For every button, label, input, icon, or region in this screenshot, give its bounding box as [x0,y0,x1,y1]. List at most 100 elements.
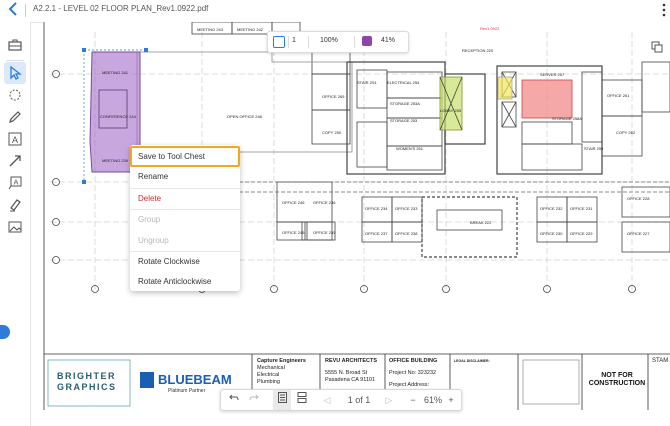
svg-text:MEETING 243: MEETING 243 [197,27,224,32]
zoom-level[interactable]: 61% [423,395,442,405]
continuous-view-button[interactable] [293,390,311,410]
status-line1: NOT FOR [601,372,633,379]
svg-text:Rev1.0922: Rev1.0922 [480,26,500,31]
svg-text:ELECTRICAL 254: ELECTRICAL 254 [387,80,420,85]
prev-page-button[interactable]: ◁ [323,395,331,405]
svg-text:OFFICE 233: OFFICE 233 [395,206,418,211]
page-indicator[interactable]: 1 of 1 [347,395,371,405]
image-tool[interactable] [4,216,26,238]
engineers-line: Plumbing [257,379,280,385]
callout-tool[interactable]: A [4,172,26,194]
arrow-icon [9,155,21,167]
divider [308,36,309,48]
engineers-title: Capture Engineers [257,358,306,364]
single-page-icon [277,392,287,403]
menu-item-rename[interactable]: Rename [138,172,169,181]
select-tool[interactable] [4,62,26,84]
tool-divider [6,60,24,61]
architect-line: Pasadena CA 91101 [325,377,376,383]
context-menu: Save to Tool Chest Rename Delete Group U… [130,145,240,291]
svg-text:OFFICE 228: OFFICE 228 [627,196,650,201]
toolchest-tool[interactable] [4,34,26,56]
opacity-value[interactable]: 100% [320,37,338,44]
undo-button[interactable] [225,390,243,410]
bluebeam-logo-mark [140,372,154,388]
svg-text:OFFICE 235: OFFICE 235 [313,230,336,235]
callout-icon: A [8,176,22,190]
menu-separator [130,209,240,210]
stamp-label: STAM [652,358,669,364]
arrow-tool[interactable] [4,150,26,172]
legal-disclaimer: LEGAL DISCLAIMER: [454,359,490,363]
svg-text:OFFICE 246: OFFICE 246 [282,200,305,205]
svg-text:COPY 262: COPY 262 [616,130,636,135]
top-bar: A2.2.1 - LEVEL 02 FLOOR PLAN_Rev1.0922.p… [0,0,670,23]
continuous-page-icon [297,392,307,403]
expand-panel-button[interactable] [0,325,10,339]
more-menu-button[interactable] [662,3,666,20]
menu-item-delete[interactable]: Delete [138,194,162,203]
single-page-view-button[interactable] [273,390,291,410]
menu-item-save-to-tool-chest[interactable]: Save to Tool Chest [130,146,240,167]
redo-icon [249,394,259,401]
fill-opacity-value[interactable]: 41% [381,37,396,44]
menu-item-group: Group [138,215,161,224]
pen-tool[interactable] [4,106,26,128]
lasso-tool[interactable] [4,84,26,106]
svg-text:STAIR 259: STAIR 259 [584,146,604,151]
engineers-line: Electrical [257,372,280,378]
highlighter-icon [10,199,21,212]
logo-brighter-graphics-line2: GRAPHICS [57,382,117,392]
svg-text:BREAK 222: BREAK 222 [470,220,492,225]
engineers-line: Mechanical [257,365,285,371]
highlight-tool[interactable] [4,194,26,216]
project-number: Project No: 323232 [389,370,437,376]
logo-bluebeam: BLUEBEAM [158,372,232,387]
svg-text:OFFICE 236: OFFICE 236 [313,200,336,205]
kebab-menu-icon [662,3,666,17]
layers-icon[interactable] [651,40,663,58]
next-page-button[interactable]: ▷ [385,395,393,405]
divider [288,36,289,48]
briefcase-icon [8,39,22,51]
text-box-icon: A [8,132,22,146]
svg-text:WOMEN'S 251: WOMEN'S 251 [396,146,424,151]
svg-text:STORAGE 258A: STORAGE 258A [552,116,582,121]
svg-text:RECEPTION 220: RECEPTION 220 [462,48,494,53]
navigation-bar: ◁ 1 of 1 ▷ − 61% + [220,389,462,411]
svg-text:OFFICE 265: OFFICE 265 [322,94,345,99]
zoom-in-button[interactable]: + [448,395,454,405]
zoom-out-button[interactable]: − [410,395,416,405]
chevron-left-icon [8,2,17,16]
svg-text:STORAGE 253A: STORAGE 253A [390,101,420,106]
redo-button[interactable] [245,390,263,410]
svg-text:OFFICE 231: OFFICE 231 [570,206,593,211]
svg-text:SERVER 257: SERVER 257 [540,72,565,77]
logo-brighter-graphics: BRIGHTER [57,371,116,381]
svg-text:STORAGE 253: STORAGE 253 [390,118,418,123]
image-icon [8,221,22,233]
drawing-sheet[interactable]: Rev1.0922 MEETING 243 MEETING 242 MEETIN… [42,22,670,410]
svg-text:OFFICE 261: OFFICE 261 [607,93,630,98]
line-width-value[interactable]: 1 [292,37,296,44]
svg-text:MEETING 239: MEETING 239 [102,158,129,163]
svg-text:CONFERENCE 244: CONFERENCE 244 [100,114,137,119]
cursor-icon [10,66,22,80]
svg-text:LOBBY 255: LOBBY 255 [440,108,462,113]
line-color-swatch[interactable] [273,36,285,48]
divider [25,4,26,17]
menu-item-rotate-clockwise[interactable]: Rotate Clockwise [138,257,200,266]
menu-item-ungroup: Ungroup [138,236,169,245]
menu-item-rotate-anticlockwise[interactable]: Rotate Anticlockwise [138,277,212,286]
architect-title: REVU ARCHITECTS [325,358,378,364]
undo-icon [229,394,239,401]
back-button[interactable] [6,2,22,18]
svg-text:OFFICE 245: OFFICE 245 [282,230,305,235]
divider [354,36,355,48]
tool-sidebar: A A [0,22,31,426]
pen-icon [9,111,21,123]
project-address: Project Address: [389,382,430,388]
svg-text:OFFICE 234: OFFICE 234 [365,206,388,211]
text-tool[interactable]: A [4,128,26,150]
fill-color-swatch[interactable] [362,36,372,46]
